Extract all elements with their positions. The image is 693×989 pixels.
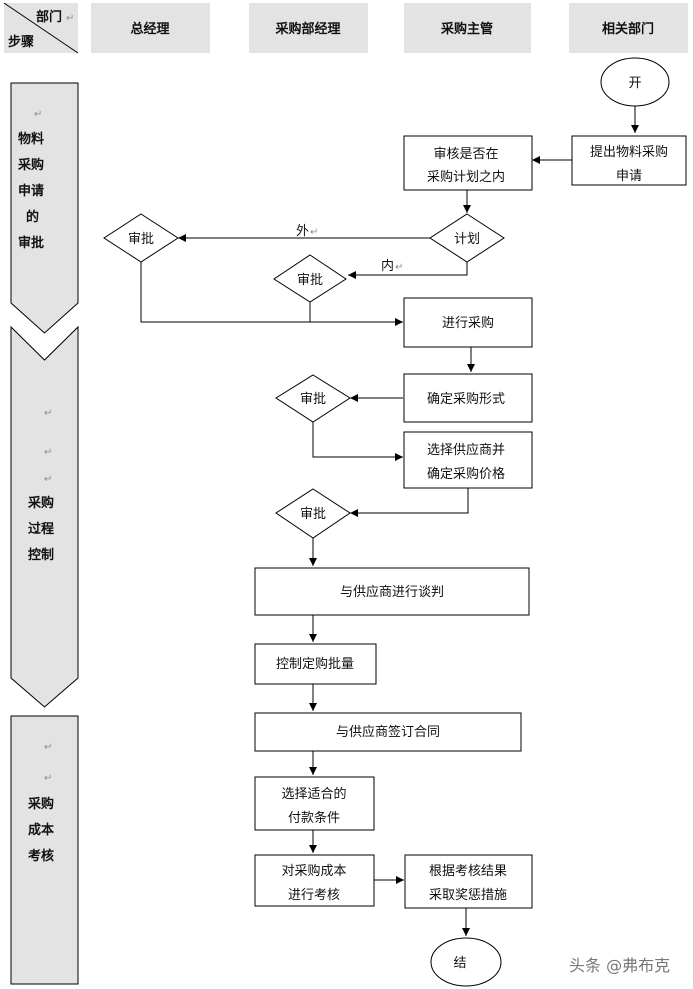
edge-gm-approve-to-purchase bbox=[140, 262, 403, 326]
node-control-batch: 控制定购批量 bbox=[254, 643, 377, 685]
node-label: 计划 bbox=[454, 232, 480, 247]
column-header-gm: 总经理 bbox=[91, 3, 210, 53]
stage-label-line: 成本 bbox=[28, 822, 54, 838]
paragraph-mark: ↵ bbox=[395, 262, 403, 273]
stage-label-line: 的 bbox=[26, 209, 39, 225]
paragraph-mark: ↵ bbox=[34, 109, 42, 120]
node-assess-cost: 对采购成本 进行考核 bbox=[254, 854, 375, 907]
paragraph-mark: ↵ bbox=[310, 227, 318, 238]
node-label: 进行考核 bbox=[288, 888, 340, 903]
node-sign-contract: 与供应商签订合同 bbox=[254, 712, 522, 752]
node-label: 进行采购 bbox=[442, 315, 494, 331]
stage-label-line: 过程 bbox=[28, 521, 54, 537]
node-label: 采取奖惩措施 bbox=[429, 888, 507, 903]
stage-2-chevron: ↵ ↵ ↵ 采购 过程 控制 bbox=[10, 325, 79, 708]
edge-label-inside: 内 bbox=[381, 258, 394, 274]
node-label: 采购计划之内 bbox=[427, 169, 505, 185]
node-select-supplier: 选择供应商并 确定采购价格 bbox=[403, 431, 533, 489]
node-review-plan: 审核是否在 采购计划之内 bbox=[403, 135, 533, 191]
paragraph-mark: ↵ bbox=[44, 408, 52, 419]
edge-label-outside: 外 bbox=[296, 224, 309, 239]
node-label: 申请 bbox=[616, 169, 642, 184]
edge-approve-to-select bbox=[312, 422, 403, 461]
stage-label-line: 申请 bbox=[18, 183, 44, 199]
stage-label-line: 物料 bbox=[18, 131, 44, 147]
corner-top-label: 部门 bbox=[36, 9, 62, 25]
stage-3-rect: ↵ ↵ 采购 成本 考核 bbox=[10, 715, 79, 985]
node-label: 与供应商签订合同 bbox=[336, 724, 440, 740]
node-label: 与供应商进行谈判 bbox=[340, 584, 444, 600]
node-label: 审批 bbox=[297, 273, 323, 288]
node-negotiate: 与供应商进行谈判 bbox=[254, 567, 530, 616]
stage-label-line: 审批 bbox=[18, 235, 44, 251]
column-header-label: 采购主管 bbox=[440, 21, 493, 37]
node-plan-decision: 计划 bbox=[429, 213, 505, 263]
stage-label-line: 考核 bbox=[28, 848, 54, 864]
node-label: 根据考核结果 bbox=[429, 864, 507, 879]
node-purchase: 进行采购 bbox=[403, 297, 533, 348]
node-approve-mgr-3: 审批 bbox=[275, 488, 351, 539]
node-label: 付款条件 bbox=[288, 810, 340, 826]
column-header-label: 总经理 bbox=[130, 21, 169, 37]
node-label: 选择适合的 bbox=[281, 786, 346, 802]
node-label: 提出物料采购 bbox=[590, 144, 668, 160]
stage-label-line: 控制 bbox=[28, 547, 54, 563]
column-header-dept: 相关部门 bbox=[569, 3, 688, 53]
column-header-manager: 采购部经理 bbox=[249, 3, 368, 53]
header-row: 部门 ↵ 步骤 总经理 采购部经理 采购主管 相关部门 bbox=[3, 2, 688, 54]
node-reward-measures: 根据考核结果 采取奖惩措施 bbox=[404, 854, 533, 909]
node-label: 确定采购形式 bbox=[427, 391, 505, 407]
node-label: 审批 bbox=[300, 507, 326, 522]
node-label: 确定采购价格 bbox=[427, 466, 505, 482]
node-end: 结 bbox=[430, 937, 502, 987]
node-label: 开 bbox=[628, 76, 641, 91]
connectors bbox=[140, 106, 639, 936]
paragraph-mark: ↵ bbox=[44, 773, 52, 784]
node-label: 对采购成本 bbox=[281, 863, 346, 879]
stage-label-line: 采购 bbox=[27, 495, 54, 511]
node-confirm-form: 确定采购形式 bbox=[403, 373, 533, 423]
stage-label-line: 采购 bbox=[27, 796, 54, 812]
edge-select-to-approve bbox=[350, 488, 469, 517]
node-approve-mgr-1: 审批 bbox=[273, 254, 347, 303]
node-label: 审批 bbox=[300, 392, 326, 407]
node-label: 结 bbox=[453, 956, 466, 971]
corner-bottom-label: 步骤 bbox=[8, 34, 34, 50]
watermark: 头条 @弗布克 bbox=[569, 956, 670, 975]
node-label: 审核是否在 bbox=[433, 147, 498, 162]
paragraph-mark: ↵ bbox=[66, 13, 74, 24]
paragraph-mark: ↵ bbox=[44, 474, 52, 485]
edge-plan-inside bbox=[348, 262, 468, 279]
node-label: 控制定购批量 bbox=[276, 656, 354, 672]
node-label: 审批 bbox=[128, 232, 154, 247]
column-header-label: 采购部经理 bbox=[274, 21, 340, 37]
column-header-supervisor: 采购主管 bbox=[404, 3, 531, 53]
node-approve-mgr-2: 审批 bbox=[275, 374, 351, 423]
stage-1-chevron: ↵ 物料 采购 申请 的 审批 bbox=[10, 82, 79, 334]
node-approve-gm-1: 审批 bbox=[103, 213, 179, 263]
corner-cell: 部门 ↵ 步骤 bbox=[3, 2, 79, 54]
node-payment-terms: 选择适合的 付款条件 bbox=[254, 776, 375, 831]
node-label: 选择供应商并 bbox=[427, 442, 505, 458]
column-header-label: 相关部门 bbox=[602, 21, 654, 37]
paragraph-mark: ↵ bbox=[44, 742, 52, 753]
node-submit-request: 提出物料采购 申请 bbox=[571, 135, 687, 186]
node-start: 开 bbox=[600, 57, 670, 107]
stage-label-line: 采购 bbox=[17, 157, 44, 173]
paragraph-mark: ↵ bbox=[44, 447, 52, 458]
